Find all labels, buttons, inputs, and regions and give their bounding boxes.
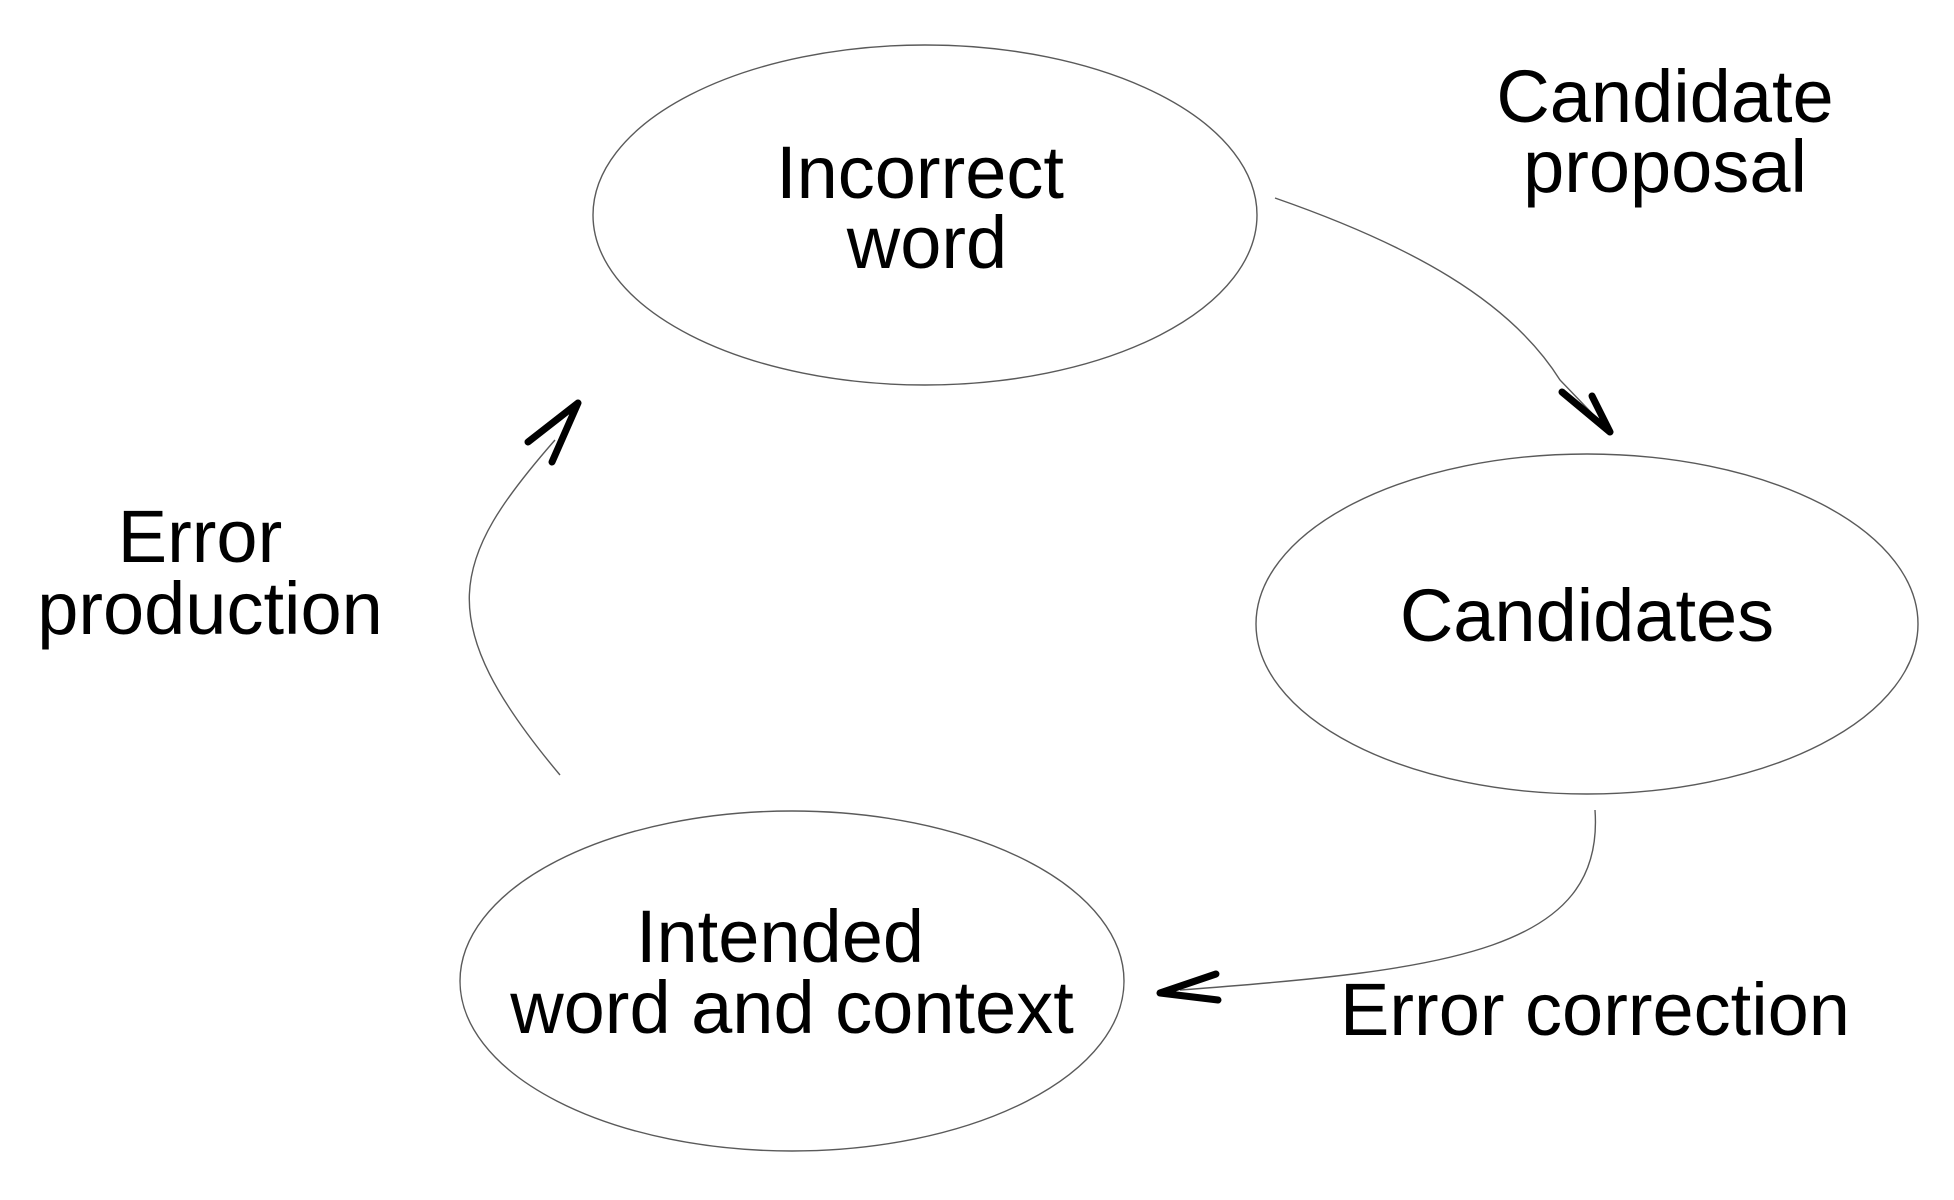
edge-error-production-label-line1: Error bbox=[118, 495, 282, 578]
edge-error-correction-line bbox=[1179, 809, 1597, 991]
edge-error-production-arrowhead bbox=[524, 399, 582, 466]
edge-error-correction bbox=[1156, 809, 1597, 1004]
edge-error-production-line bbox=[468, 439, 561, 776]
node-intended-word-ellipse bbox=[459, 810, 1125, 1152]
edge-candidate-proposal-line bbox=[1274, 197, 1611, 433]
node-intended-word-label-line2: word and context bbox=[509, 966, 1074, 1049]
node-candidates: Candidates bbox=[1255, 453, 1919, 795]
edge-candidate-proposal-label-line2: proposal bbox=[1523, 125, 1807, 208]
edge-candidate-proposal-label-line1: Candidate bbox=[1496, 55, 1833, 138]
node-candidates-ellipse bbox=[1255, 453, 1919, 795]
edge-candidate-proposal bbox=[1274, 197, 1614, 436]
node-incorrect-word: Incorrect word bbox=[592, 44, 1258, 386]
node-intended-word: Intended word and context bbox=[459, 810, 1125, 1152]
node-intended-word-label-line1: Intended bbox=[636, 895, 924, 978]
node-incorrect-word-label-line2: word bbox=[846, 201, 1007, 284]
edge-error-production bbox=[468, 399, 582, 776]
edge-error-correction-arrowhead bbox=[1156, 970, 1222, 1004]
edge-candidate-proposal-arrowhead bbox=[1558, 388, 1614, 436]
edge-error-production-label-line2: production bbox=[37, 567, 383, 650]
edge-error-correction-label: Error correction bbox=[1340, 968, 1850, 1051]
node-candidates-label: Candidates bbox=[1400, 574, 1774, 657]
node-incorrect-word-label-line1: Incorrect bbox=[776, 131, 1064, 214]
node-incorrect-word-ellipse bbox=[592, 44, 1258, 386]
